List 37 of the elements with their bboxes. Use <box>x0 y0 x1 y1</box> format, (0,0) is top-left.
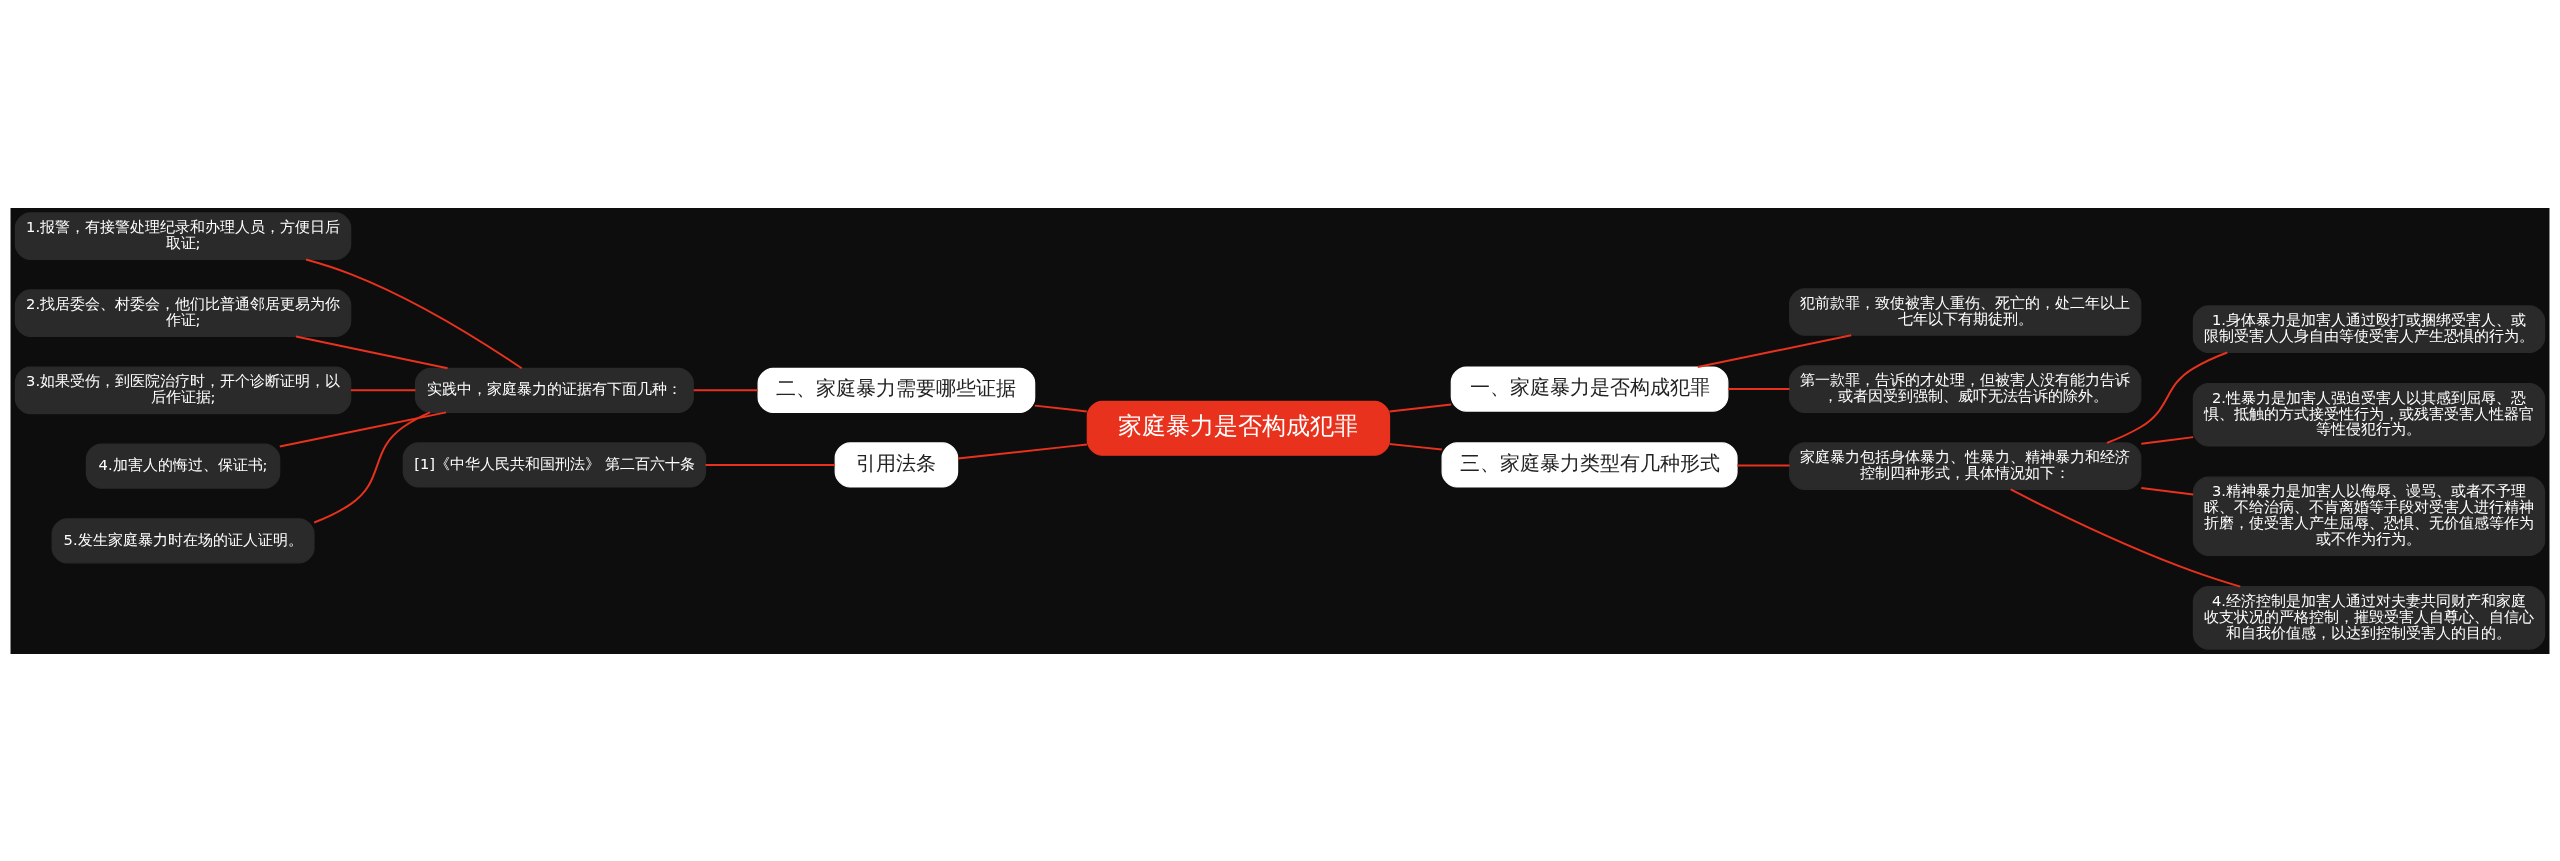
node-box: 3.精神暴力是加害人以侮辱、谩骂、或者不予理睬、不给治病、不肯离婚等手段对受害人进行精神折磨，使受害人产生屈辱、恐惧、无价值感等作为或不作为行为。 <box>2192 476 2546 556</box>
connector <box>2140 435 2195 445</box>
connector <box>278 410 448 448</box>
connector <box>1388 442 1443 451</box>
node-box: 第一款罪，告诉的才处理，但被害人没有能力告诉，或者因受到强制、威吓无法告诉的除外。 <box>1789 364 2142 413</box>
node-box: 4.经济控制是加害人通过对夫妻共同财产和家庭收支状况的严格控制，摧毁受害人自尊心、自信心和自我价值感，以达到控制受害人的目的。 <box>2192 585 2546 650</box>
node-box: 引用法条 <box>834 441 959 488</box>
node-box: 家庭暴力是否构成犯罪 <box>1086 400 1391 456</box>
node-box: 4.加害人的悔过、保证书; <box>85 443 281 489</box>
connector <box>692 388 759 391</box>
node-box: 家庭暴力包括身体暴力、性暴力、精神暴力和经济控制四种形式，具体情况如下： <box>1789 441 2142 490</box>
connector <box>2140 486 2195 495</box>
node-box: 2.找居委会、村委会，他们比普通邻居更易为你作证; <box>14 288 352 337</box>
connector <box>2009 488 2242 588</box>
connector <box>1696 333 1853 368</box>
node-box: 2.性暴力是加害人强迫受害人以其感到屈辱、恐惧、抵触的方式接受性行为，或残害受害人性器官等性侵犯行为。 <box>2192 382 2546 447</box>
node-box: 三、家庭暴力类型有几种形式 <box>1441 441 1738 488</box>
connector <box>2105 351 2229 444</box>
node-box: 犯前款罪，致使被害人重伤、死亡的，处二年以上七年以下有期徒刑。 <box>1789 287 2142 336</box>
node-box: 1.身体暴力是加害人通过殴打或捆绑受害人、或限制受害人人身自由等使受害人产生恐惧的行为。 <box>2192 304 2546 353</box>
connector <box>1727 387 1791 390</box>
connector <box>704 463 836 466</box>
connector <box>294 335 449 369</box>
node-box: 二、家庭暴力需要哪些证据 <box>757 367 1036 413</box>
connector <box>1388 403 1453 412</box>
connector <box>313 410 432 523</box>
connector <box>1736 463 1791 467</box>
node-box: [1]《中华人民共和国刑法》 第二百六十条 <box>402 441 707 488</box>
node-box: 1.报警，有接警处理纪录和办理人员，方便日后取证; <box>14 211 352 260</box>
connector <box>349 388 417 391</box>
node-box: 实践中，家庭暴力的证据有下面几种： <box>414 367 694 413</box>
connector <box>956 443 1088 459</box>
node-box: 一、家庭暴力是否构成犯罪 <box>1450 365 1729 412</box>
node-box: 5.发生家庭暴力时在场的证人证明。 <box>51 517 315 563</box>
connector <box>305 257 523 369</box>
connector <box>1033 404 1088 412</box>
node-box: 3.如果受伤，到医院治疗时，开个诊断证明，以后作证据; <box>14 365 352 414</box>
